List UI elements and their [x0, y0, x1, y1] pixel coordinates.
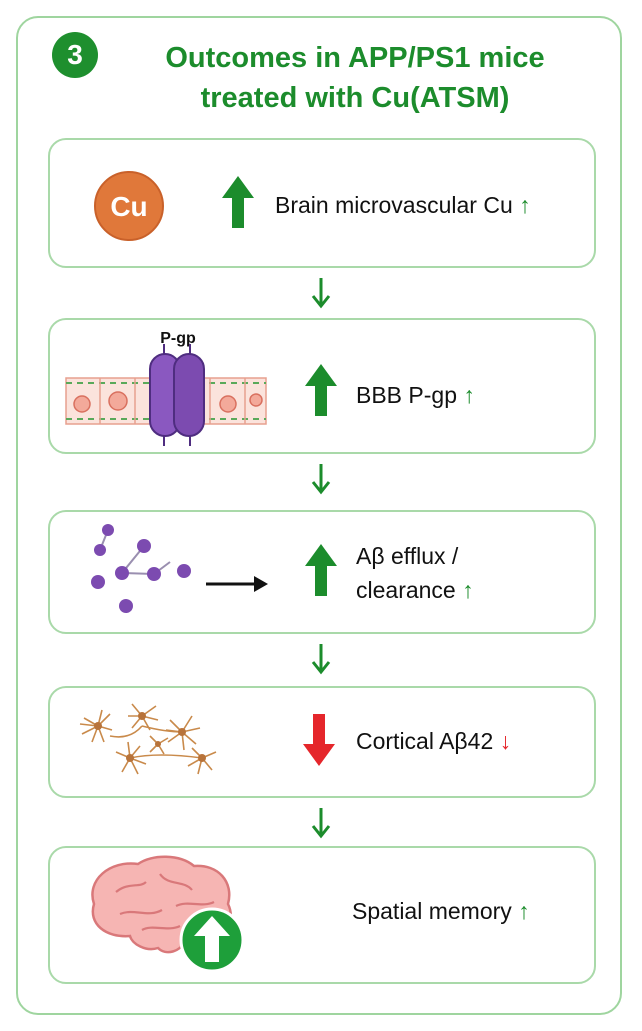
- blood-brain-barrier-icon: P-gp: [65, 330, 267, 446]
- card-label-line-2: clearance ↑: [356, 577, 474, 603]
- card-label: Spatial memory ↑: [352, 898, 530, 924]
- flow-arrow-icon: [311, 278, 331, 309]
- card-label: Cortical Aβ42 ↓: [356, 728, 512, 754]
- brain-icon: [91, 855, 245, 973]
- increase-arrow-icon: [222, 176, 254, 228]
- svg-text:Cu: Cu: [110, 191, 147, 222]
- card-label: BBB P-gp ↑: [356, 382, 475, 408]
- card-cortical-abeta42: [48, 686, 596, 798]
- flow-arrow-icon: [311, 808, 331, 839]
- trend-up-icon: ↑: [462, 577, 474, 603]
- step-badge: 3: [52, 32, 98, 78]
- trend-up-icon: ↑: [519, 192, 531, 218]
- trend-down-icon: ↓: [499, 728, 512, 754]
- flow-arrow-icon: [311, 644, 331, 675]
- card-label: Brain microvascular Cu ↑: [275, 192, 531, 218]
- card-label-line-1: Aβ efflux /: [356, 543, 459, 569]
- copper-icon: Cu: [94, 171, 164, 241]
- trend-up-icon: ↑: [518, 898, 530, 924]
- molecules-icon: [91, 524, 268, 613]
- decrease-arrow-icon: [303, 714, 335, 766]
- increase-arrow-icon: [305, 364, 337, 416]
- amyloid-plaques-icon: [79, 703, 217, 775]
- trend-up-icon: ↑: [463, 382, 475, 408]
- page-title: Outcomes in APP/PS1 mice treated with Cu…: [110, 38, 600, 118]
- step-number: 3: [67, 39, 83, 70]
- title-line-1: Outcomes in APP/PS1 mice: [165, 42, 545, 74]
- increase-arrow-icon: [305, 544, 337, 596]
- svg-text:P-gp: P-gp: [160, 330, 196, 347]
- flow-arrow-icon: [311, 464, 331, 495]
- title-line-2: treated with Cu(ATSM): [200, 82, 510, 114]
- card-abeta-efflux: [48, 510, 596, 634]
